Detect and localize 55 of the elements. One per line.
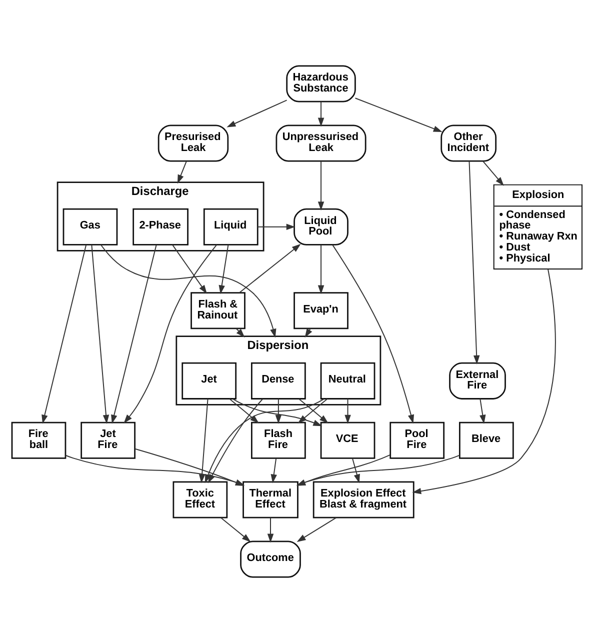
arrow [238, 244, 301, 294]
arrow [270, 458, 277, 484]
node-box: Jet Fire [80, 422, 136, 459]
arrow [172, 244, 207, 294]
arrow [91, 244, 110, 424]
node-box: Flash & Rainout [190, 292, 246, 330]
arrow [257, 224, 296, 230]
arrow [236, 328, 245, 338]
node-box: External Fire [449, 362, 506, 400]
node-box: Liquid [203, 208, 258, 246]
arrow [480, 398, 486, 424]
node-box: Jet [182, 362, 237, 400]
node-box: Unpressurised Leak [276, 124, 366, 162]
arrow [267, 517, 274, 543]
node-box: Presurised Leak [158, 124, 229, 162]
node-box: Flash Fire [251, 422, 306, 459]
arrow [275, 398, 282, 424]
node-box: 2-Phase [132, 208, 188, 246]
arrow [218, 244, 229, 294]
arrow [232, 398, 322, 426]
arrow [412, 268, 556, 494]
arrow [318, 244, 324, 294]
arrow [220, 517, 251, 542]
node-box: Neutral [320, 362, 376, 400]
arrow [177, 160, 187, 184]
node-box: Hazardous Substance [286, 65, 356, 102]
arrow [124, 244, 218, 424]
arrow [354, 98, 442, 132]
arrow [332, 244, 414, 424]
node-box: VCE [320, 422, 376, 459]
arrow [482, 160, 504, 186]
arrow [296, 517, 337, 542]
arrow [468, 160, 480, 364]
node-box: Bleve [459, 422, 514, 459]
arrow [318, 160, 324, 211]
arrow [198, 398, 208, 484]
node-box: Dense [251, 362, 306, 400]
arrow [318, 101, 324, 127]
arrow [111, 244, 157, 424]
arrow [226, 100, 288, 128]
node-box: Liquid Pool [294, 208, 348, 246]
arrow [42, 244, 87, 424]
arrow [229, 398, 260, 424]
node-box: Other Incident [440, 124, 497, 162]
arrow [352, 458, 360, 484]
node-box: Fire ball [11, 422, 66, 459]
node-box: Toxic Effect [172, 481, 228, 518]
node-box: Gas [62, 208, 118, 246]
arrow [100, 244, 276, 338]
node-box: Evap'n [294, 292, 348, 330]
arrow [344, 398, 351, 424]
node-box: Pool Fire [390, 422, 445, 459]
node-box: Thermal Effect [242, 481, 298, 518]
node-box: Explosion Effect Blast & fragment [312, 481, 414, 518]
node-box: Outcome [240, 540, 301, 578]
